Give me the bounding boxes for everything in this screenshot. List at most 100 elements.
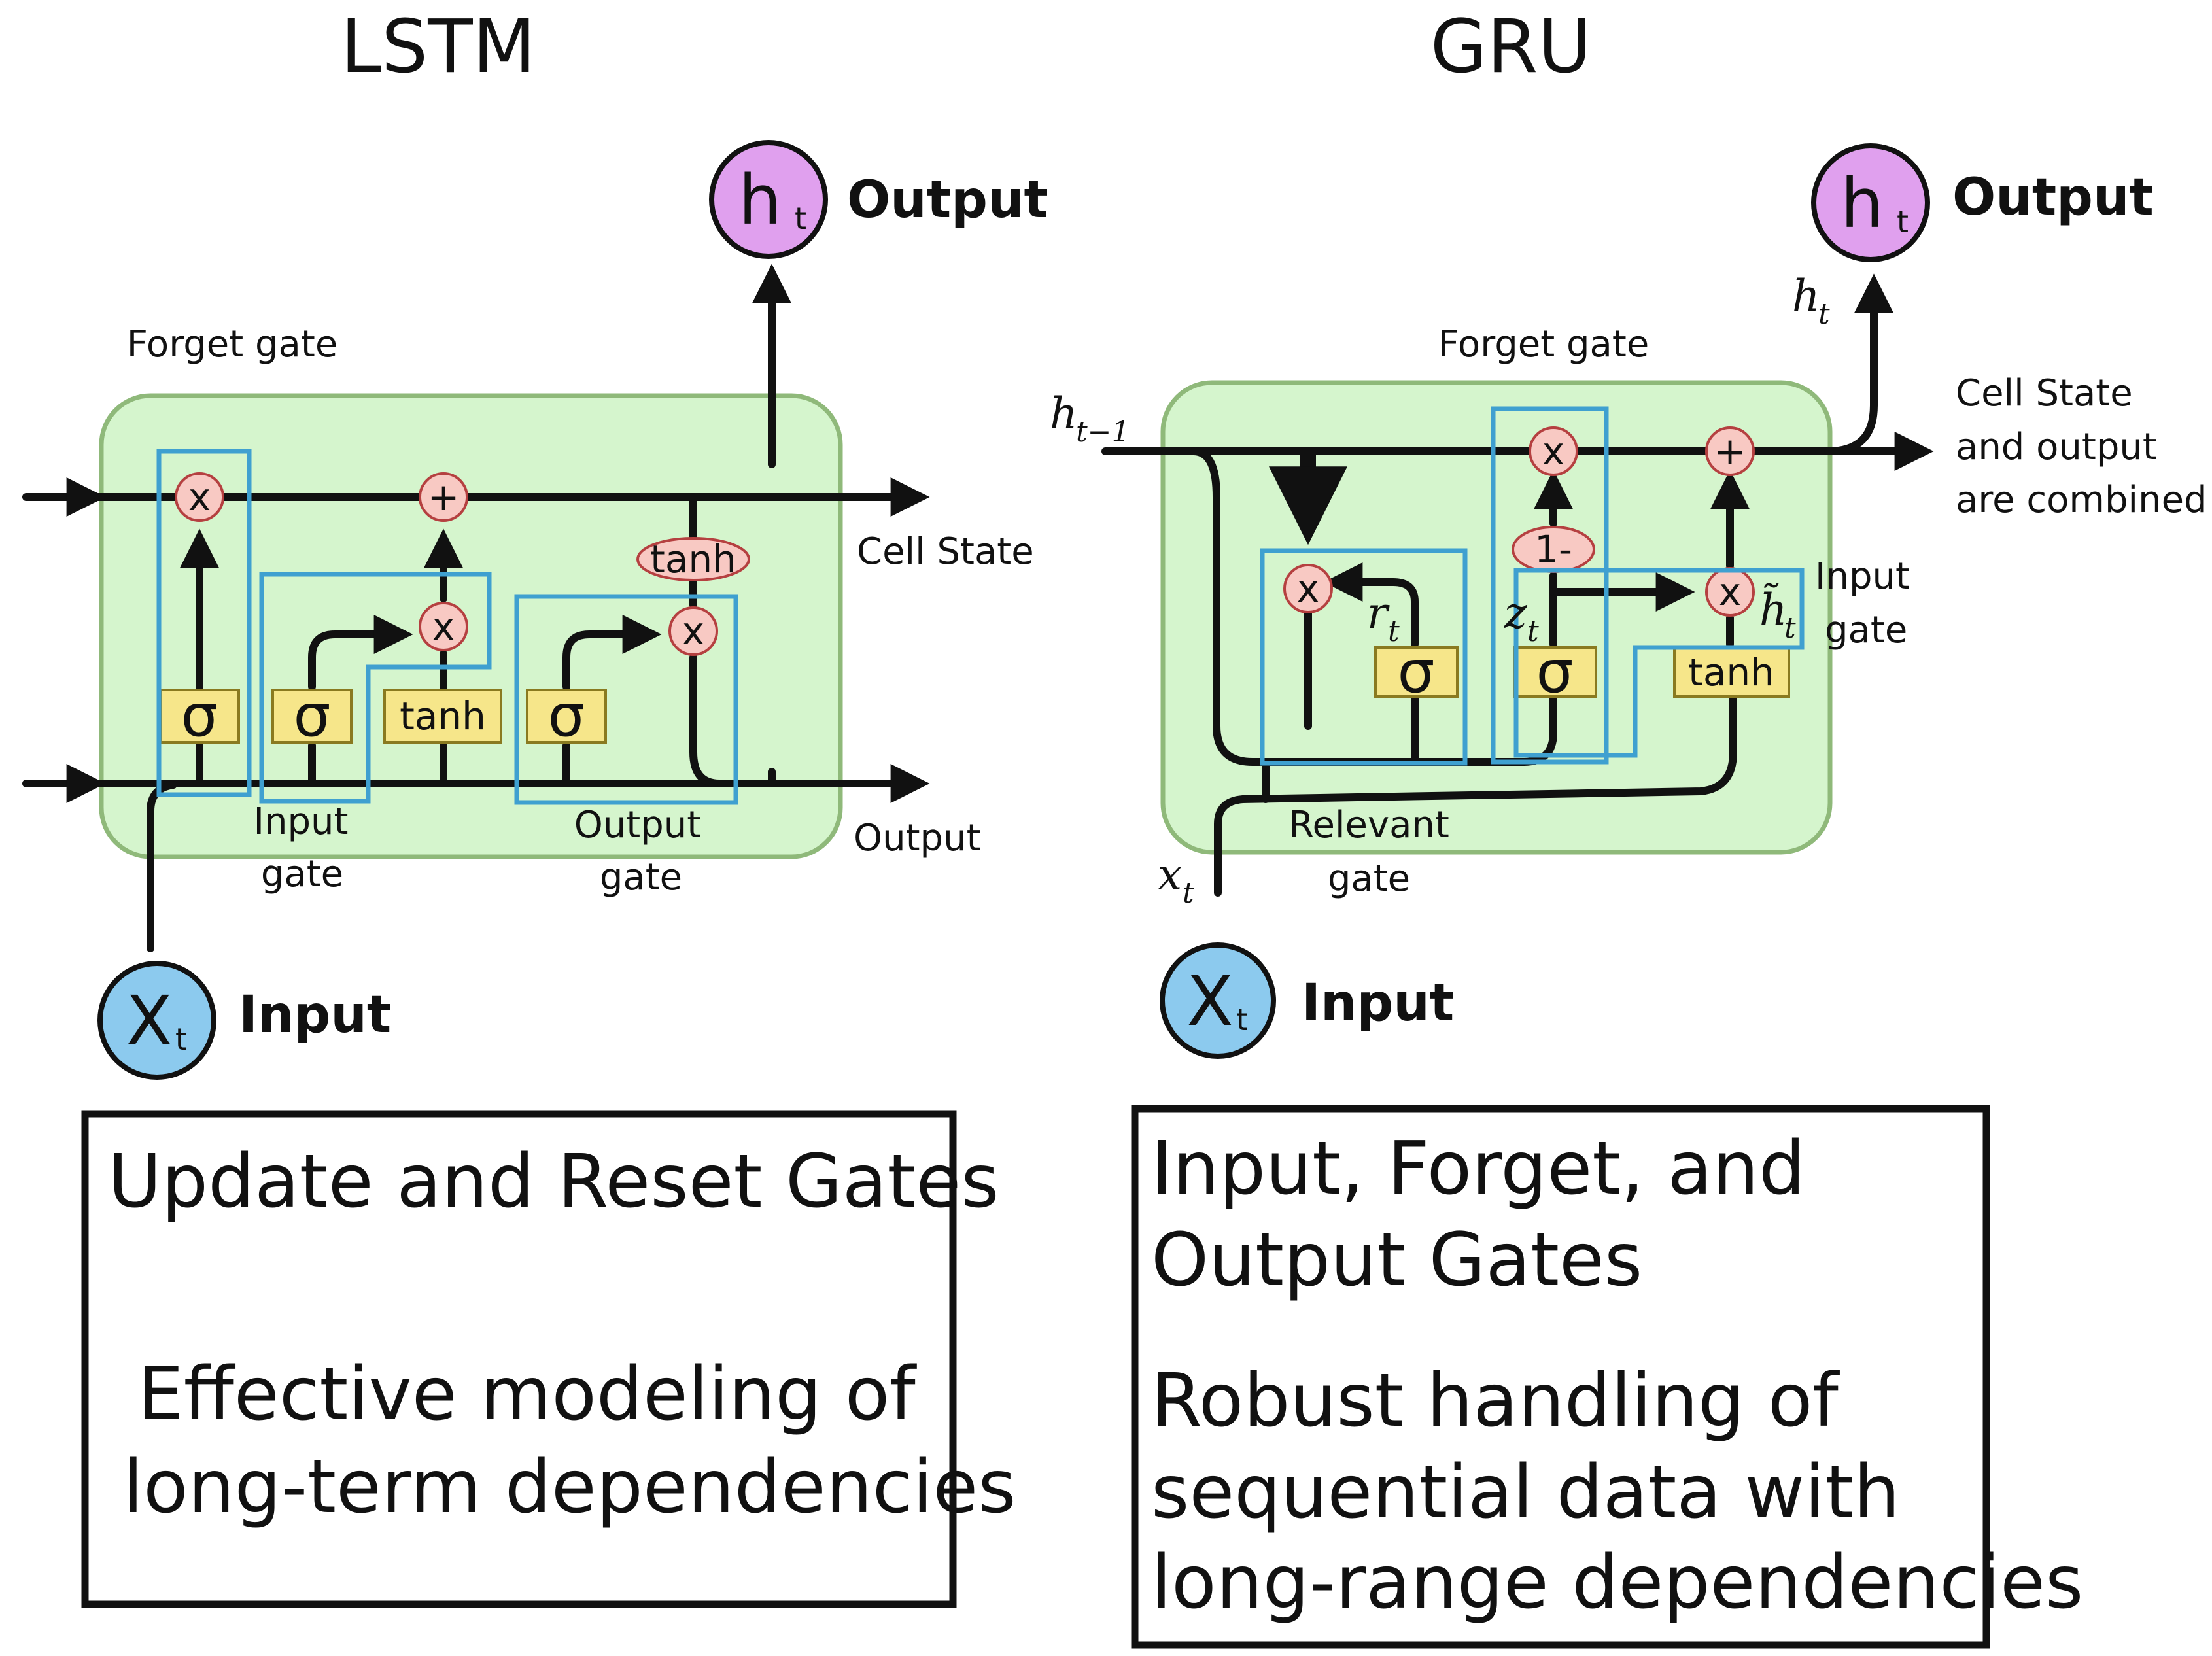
svg-text:h: h (738, 160, 782, 240)
gru-input-line (1214, 693, 1737, 897)
svg-text:σ: σ (181, 681, 218, 750)
gru-forget-gate-outline (1491, 406, 1609, 765)
svg-text:t: t (1183, 876, 1194, 910)
gru-panel: GRU x + (1050, 5, 2207, 1649)
lstm-input-sigma-arrow (308, 615, 413, 691)
lstm-forget-sigma-layer: σ (159, 681, 240, 750)
lstm-forget-gate-outline (156, 449, 252, 797)
svg-text:+: + (1714, 429, 1746, 474)
lstm-forget-multiply-op: x (175, 472, 224, 522)
svg-text:t−1: t−1 (1076, 415, 1130, 449)
lstm-ht-output-node: h t (709, 140, 828, 259)
gru-relevant-gate-label-2: gate (1328, 857, 1410, 900)
gru-xt-input-node: X t (1160, 942, 1276, 1059)
gru-input-label: Input (1302, 974, 1454, 1033)
lstm-title: LSTM (341, 5, 536, 90)
lstm-cell-box (99, 393, 843, 859)
gru-ht-minus-1-label: h t−1 (1050, 388, 1130, 449)
svg-text:x: x (682, 609, 704, 653)
svg-text:t: t (795, 201, 806, 236)
gru-relevant-gate-outline (1260, 548, 1468, 766)
gru-cell-state-label-1: Cell State (1956, 372, 2133, 415)
svg-text:t: t (1784, 612, 1796, 645)
gru-update-multiply-op: x (1529, 426, 1578, 476)
lstm-input-label: Input (239, 986, 391, 1044)
svg-text:x: x (432, 604, 455, 649)
lstm-forget-gate-label: Forget gate (127, 323, 338, 366)
gru-input-gate-label-2: gate (1825, 609, 1907, 651)
gru-title: GRU (1430, 5, 1592, 90)
gru-add-op: + (1705, 426, 1755, 476)
svg-text:+: + (428, 475, 460, 519)
gru-summary-line-4: sequential data with (1151, 1450, 1900, 1535)
gru-summary-line-2: Output Gates (1151, 1218, 1642, 1303)
gru-update-sigma-layer: σ (1513, 638, 1597, 706)
svg-text:σ: σ (293, 681, 330, 750)
gru-one-minus-op: 1- (1512, 526, 1595, 573)
svg-text:h̃: h̃ (1759, 584, 1788, 635)
svg-text:z: z (1504, 588, 1528, 638)
lstm-output-sigma-arrow (562, 615, 662, 691)
gru-input-gate-label-1: Input (1815, 555, 1910, 598)
svg-text:x: x (1158, 850, 1182, 900)
svg-text:h: h (1840, 164, 1884, 243)
gru-summary-line-1: Input, Forget, and (1151, 1126, 1805, 1211)
lstm-input-gate-outline (259, 572, 492, 804)
gru-summary-box (1131, 1105, 1990, 1649)
lstm-output-gate-label-2: gate (600, 856, 682, 899)
lstm-output-line-label: Output (854, 817, 981, 859)
gru-zt-label: z t (1504, 588, 1539, 648)
lstm-output-sigma-layer: σ (526, 681, 607, 750)
gru-xt-label: x t (1158, 850, 1194, 910)
gru-cell-state-label-3: are combined (1956, 479, 2207, 521)
lstm-output-gate-label-1: Output (574, 804, 702, 846)
svg-text:σ: σ (547, 681, 585, 750)
lstm-cell-state-label: Cell State (857, 530, 1034, 573)
svg-text:h: h (1050, 388, 1078, 439)
svg-text:r: r (1367, 588, 1390, 638)
svg-text:x: x (1542, 429, 1564, 474)
gru-relevant-gate-label-1: Relevant (1288, 804, 1449, 846)
gru-output-up-arrow (1824, 273, 1893, 455)
svg-text:x: x (188, 475, 211, 519)
svg-text:tanh: tanh (400, 694, 486, 738)
gru-summary-line-3: Robust handling of (1151, 1358, 1840, 1443)
svg-text:t: t (1236, 1002, 1248, 1037)
lstm-panel: LSTM x + (22, 5, 1048, 1608)
gru-ht-label: h t (1792, 271, 1830, 331)
lstm-output-gate-outline (514, 594, 738, 805)
svg-text:σ: σ (1536, 638, 1573, 706)
svg-text:X: X (1186, 961, 1233, 1041)
gru-candidate-tanh-layer: tanh (1673, 646, 1790, 698)
svg-text:X: X (126, 981, 172, 1061)
svg-text:t: t (175, 1022, 187, 1057)
svg-text:σ: σ (1397, 638, 1434, 706)
svg-text:t: t (1897, 204, 1909, 239)
svg-text:tanh: tanh (1688, 650, 1774, 695)
lstm-input-line (147, 781, 177, 952)
lstm-xt-input-node: X t (97, 961, 216, 1080)
lstm-input-gate-label-2: gate (261, 853, 343, 895)
gru-rt-label: r t (1367, 588, 1400, 648)
gru-summary-line-5: long-range dependencies (1151, 1540, 2083, 1625)
lstm-summary-line-1: Update and Reset Gates (108, 1139, 999, 1224)
lstm-input-gate-label-1: Input (253, 801, 348, 843)
svg-text:h: h (1792, 271, 1820, 321)
lstm-input-sigma-layer: σ (271, 681, 353, 750)
gru-candidate-multiply-op: x (1705, 567, 1755, 617)
svg-text:x: x (1719, 570, 1741, 614)
gru-htilde-label: h̃ t (1759, 584, 1796, 645)
svg-text:t: t (1818, 298, 1830, 331)
svg-text:t: t (1527, 615, 1539, 648)
gru-reset-sigma-layer: σ (1374, 638, 1459, 706)
svg-text:x: x (1297, 566, 1319, 611)
gru-ht-output-node: h t (1811, 143, 1930, 262)
lstm-summary-line-3: long-term dependencies (123, 1445, 1016, 1530)
lstm-cell-add-op: + (419, 472, 468, 522)
gru-input-gate-outline (1513, 568, 1805, 758)
lstm-summary-line-2: Effective modeling of (137, 1352, 917, 1437)
gru-forget-gate-label: Forget gate (1438, 323, 1650, 366)
lstm-output-multiply-op: x (668, 606, 718, 656)
lstm-input-multiply-op: x (419, 602, 468, 651)
